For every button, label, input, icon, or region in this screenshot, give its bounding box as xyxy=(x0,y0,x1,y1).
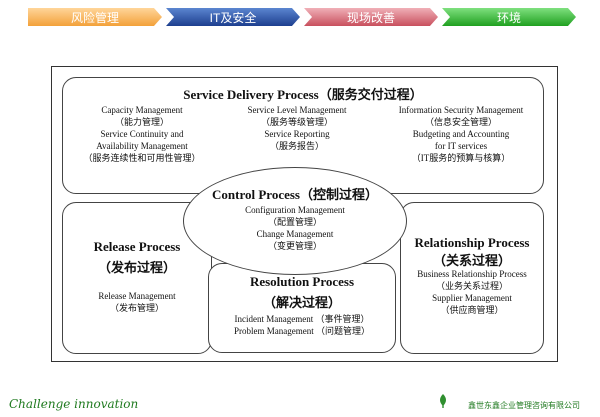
resolution-title: Resolution Process xyxy=(249,274,355,289)
release-items: Release Management （发布管理） xyxy=(63,290,211,314)
text-line: （IT服务的预算与核算） xyxy=(411,153,511,163)
text-line: （配置管理） xyxy=(267,217,322,227)
text-line: Availability Management xyxy=(96,141,188,151)
text-line: Supplier Management xyxy=(432,293,512,303)
service-delivery-title: Service Delivery Process（服务交付过程） xyxy=(183,87,423,102)
resolution-subtitle: （解决过程） xyxy=(262,295,341,310)
text-line: Service Reporting xyxy=(264,129,330,139)
text-line: for IT services xyxy=(434,141,488,151)
text-line: Service Level Management xyxy=(247,105,347,115)
release-title: Release Process xyxy=(93,239,181,254)
service-delivery-col2: Service Level Management （服务等级管理） Servic… xyxy=(227,104,367,152)
text-line: Release Management xyxy=(98,291,176,301)
tab-label: 现场改善 xyxy=(346,10,395,25)
text-line: Business Relationship Process xyxy=(417,269,527,279)
resolution-process-box: Resolution Process （解决过程） Incident Manag… xyxy=(208,263,396,353)
text-line: Service Continuity and xyxy=(100,129,184,139)
tab-environment[interactable]: 环境 xyxy=(442,8,576,26)
tab-it-security[interactable]: IT及安全 xyxy=(166,8,300,26)
tab-label: IT及安全 xyxy=(209,10,257,25)
text-line: Capacity Management xyxy=(101,105,183,115)
text-line: （服务连续性和可用性管理） xyxy=(83,153,201,163)
text-line: （变更管理） xyxy=(267,241,322,251)
text-line: Incident Management （事件管理） xyxy=(234,314,370,324)
tab-label: 环境 xyxy=(496,10,521,25)
release-subtitle: （发布过程） xyxy=(97,260,176,275)
service-delivery-col3: Information Security Management （信息安全管理）… xyxy=(381,104,541,164)
control-items: Configuration Management （配置管理） Change M… xyxy=(184,204,406,252)
tab-site-improvement[interactable]: 现场改善 xyxy=(304,8,438,26)
control-title: Control Process（控制过程） xyxy=(212,187,378,202)
slogan: Challenge innovation xyxy=(9,397,139,411)
text-line: （业务关系过程） xyxy=(435,281,508,291)
relationship-items: Business Relationship Process （业务关系过程） S… xyxy=(401,268,543,316)
relationship-title: Relationship Process xyxy=(414,235,530,250)
company-logo-icon xyxy=(440,394,446,408)
tab-risk-management[interactable]: 风险管理 xyxy=(28,8,162,26)
text-line: Configuration Management xyxy=(245,205,345,215)
text-line: Budgeting and Accounting xyxy=(412,129,510,139)
text-line: （供应商管理） xyxy=(440,305,504,315)
tab-label: 风险管理 xyxy=(70,10,119,25)
itsm-process-diagram: Service Delivery Process（服务交付过程） Capacit… xyxy=(51,66,558,362)
text-line: Problem Management （问题管理） xyxy=(234,326,370,336)
top-nav: 风险管理 IT及安全 现场改善 环境 xyxy=(28,8,580,26)
relationship-process-box: Relationship Process （关系过程） Business Rel… xyxy=(400,202,544,354)
relationship-subtitle: （关系过程） xyxy=(432,253,511,268)
text-line: （服务等级管理） xyxy=(260,117,333,127)
resolution-items: Incident Management （事件管理） Problem Manag… xyxy=(209,313,395,337)
text-line: （发布管理） xyxy=(109,303,164,313)
text-line: Information Security Management xyxy=(398,105,524,115)
text-line: （信息安全管理） xyxy=(424,117,497,127)
text-line: （服务报告） xyxy=(269,141,324,151)
service-delivery-col1: Capacity Management （能力管理） Service Conti… xyxy=(67,104,217,164)
company-name: 鑫世东鑫企业管理咨询有限公司 xyxy=(468,401,580,410)
text-line: （能力管理） xyxy=(114,117,169,127)
text-line: Change Management xyxy=(256,229,334,239)
control-process-ellipse: Control Process（控制过程） Configuration Mana… xyxy=(183,167,407,275)
